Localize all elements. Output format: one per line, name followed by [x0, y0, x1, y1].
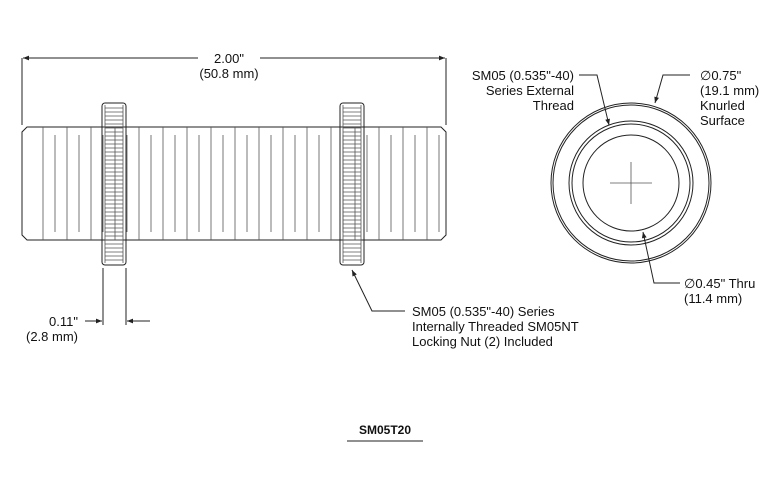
overall-length-mm: (50.8 mm) [199, 66, 258, 81]
nut-width-inch: 0.11" [49, 314, 78, 329]
bore-note-line1: ∅0.45" Thru [684, 276, 755, 291]
external-thread-callout: SM05 (0.535"-40) Series External Thread [472, 68, 610, 126]
external-thread-note-line1: SM05 (0.535"-40) [472, 68, 574, 83]
outer-diameter-note-line2: (19.1 mm) [700, 83, 759, 98]
end-view [550, 102, 712, 264]
outer-diameter-note-line4: Surface [700, 113, 745, 128]
locking-nut-note-line1: SM05 (0.535"-40) Series [412, 304, 555, 319]
part-number: SM05T20 [359, 423, 411, 437]
outer-diameter-note-line3: Knurled [700, 98, 745, 113]
locking-nut-note-line3: Locking Nut (2) Included [412, 334, 553, 349]
locking-nut-right [339, 102, 365, 266]
locking-nut-note-line2: Internally Threaded SM05NT [412, 319, 579, 334]
bore-callout: ∅0.45" Thru (11.4 mm) [641, 231, 755, 306]
outer-diameter-note-line1: ∅0.75" [700, 68, 742, 83]
locking-nut-left [101, 102, 127, 266]
external-thread-note-line2: Series External [486, 83, 574, 98]
locking-nut-callout: SM05 (0.535"-40) Series Internally Threa… [351, 269, 579, 349]
threaded-tube-body [21, 126, 447, 241]
overall-length-inch: 2.00" [214, 51, 244, 66]
bore-note-line2: (11.4 mm) [684, 291, 742, 306]
external-thread-note-line3: Thread [533, 98, 574, 113]
overall-length-dimension: 2.00" (50.8 mm) [21, 51, 447, 125]
nut-width-dimension: 0.11" (2.8 mm) [26, 268, 150, 344]
nut-width-mm: (2.8 mm) [26, 329, 78, 344]
outer-diameter-callout: ∅0.75" (19.1 mm) Knurled Surface [654, 68, 759, 128]
